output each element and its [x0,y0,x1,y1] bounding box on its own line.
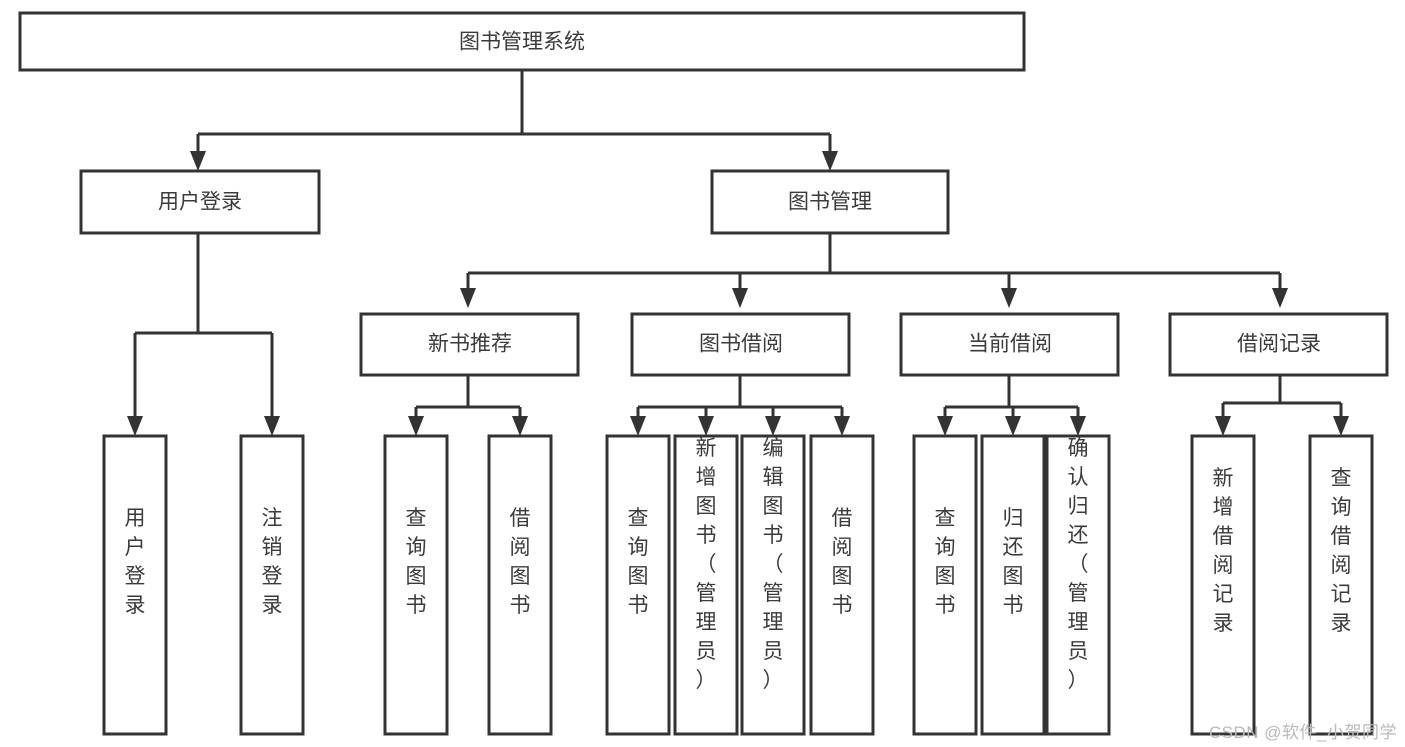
leaf-current-0[interactable]: 查询图书 [912,434,978,736]
arrow-book-mgmt-to-records-icon [1272,288,1288,308]
arrow-root-to-book-mgmt-icon [822,151,838,171]
leaf-records-0[interactable]: 新增借阅记录 [1190,434,1256,736]
arrow-root-to-user-login-icon [190,151,206,171]
leaf-new-book-0[interactable]: 查询图书 [383,434,449,736]
csdn-watermark: CSDN @软件_小贺同学 [1208,723,1397,742]
node-root[interactable]: 图书管理系统 [18,11,1026,72]
node-current-borrow-box[interactable] [899,312,1120,377]
node-current-borrow[interactable]: 当前借阅 [899,312,1120,377]
leaf-current-2-box[interactable] [1045,434,1111,736]
arrow-current-leaf-1-icon [1005,416,1021,436]
arrow-book-mgmt-to-new-book-icon [460,288,476,308]
leaf-records-0-box[interactable] [1190,434,1256,736]
connector-group-current [937,375,1086,436]
node-user-login-box[interactable] [79,169,321,235]
arrow-new-book-leaf-0-icon [408,416,424,436]
leaf-new-book-0-label: 查询图书 [406,507,427,617]
connector-group-records [1215,375,1349,436]
leaf-current-0-label: 查询图书 [935,507,956,617]
node-root-box[interactable] [18,11,1026,72]
node-borrow-records-label: 借阅记录 [1237,333,1321,356]
arrow-borrow-leaf-0-icon [630,416,646,436]
node-current-borrow-label: 当前借阅 [968,333,1052,356]
connector-group-borrow [630,375,850,436]
node-borrow-records-box[interactable] [1168,312,1389,377]
leaf-new-book-0-box[interactable] [383,434,449,736]
arrow-borrow-leaf-2-icon [765,416,781,436]
node-book-borrow-box[interactable] [630,312,851,377]
leaf-borrow-2-box[interactable] [740,434,806,736]
connector-group-book-mgmt [460,233,1288,308]
arrow-user-login-leaf-1-icon [264,416,280,436]
leaf-user-login-1-label: 注销登录 [262,507,283,617]
leaf-borrow-2[interactable]: 编辑图书（管理员） [740,434,806,736]
leaf-user-login-1-box[interactable] [239,434,305,736]
leaf-new-book-1[interactable]: 借阅图书 [487,434,553,736]
node-user-login[interactable]: 用户登录 [79,169,321,235]
arrow-records-leaf-1-icon [1333,416,1349,436]
node-user-login-label: 用户登录 [158,191,242,214]
leaf-records-1[interactable]: 查询借阅记录 [1308,434,1374,736]
leaf-current-1-box[interactable] [980,434,1046,736]
leaf-current-2-label: 确认归还（管理员） [1068,437,1089,692]
node-book-mgmt-box[interactable] [710,169,950,235]
leaf-borrow-0-label: 查询图书 [628,507,649,617]
arrow-records-leaf-0-icon [1215,416,1231,436]
leaf-records-1-label: 查询借阅记录 [1331,467,1352,635]
leaf-new-book-1-label: 借阅图书 [510,507,531,617]
node-book-mgmt[interactable]: 图书管理 [710,169,950,235]
leaf-current-0-box[interactable] [912,434,978,736]
node-book-borrow[interactable]: 图书借阅 [630,312,851,377]
leaf-borrow-2-label: 编辑图书（管理员） [763,437,784,692]
arrow-current-leaf-2-icon [1070,416,1086,436]
leaf-new-book-1-box[interactable] [487,434,553,736]
leaf-borrow-1-box[interactable] [673,434,739,736]
node-new-book-recommend-label: 新书推荐 [428,333,512,356]
leaf-borrow-1-label: 新增图书（管理员） [696,437,717,692]
leaf-current-2[interactable]: 确认归还（管理员） [1045,434,1111,736]
connector-group-new-book [408,375,528,436]
arrow-new-book-leaf-1-icon [512,416,528,436]
arrow-borrow-leaf-1-icon [698,416,714,436]
arrow-borrow-leaf-3-icon [834,416,850,436]
arrow-book-mgmt-to-borrow-icon [732,288,748,308]
leaf-borrow-3-box[interactable] [809,434,875,736]
connector-group-root [190,70,838,171]
node-new-book-recommend-box[interactable] [359,312,580,377]
node-book-borrow-label: 图书借阅 [699,333,783,356]
node-root-label: 图书管理系统 [459,31,585,54]
leaf-user-login-0-box[interactable] [102,434,168,736]
arrow-current-leaf-0-icon [937,416,953,436]
node-borrow-records[interactable]: 借阅记录 [1168,312,1389,377]
leaf-borrow-3[interactable]: 借阅图书 [809,434,875,736]
leaf-user-login-1[interactable]: 注销登录 [239,434,305,736]
leaf-borrow-3-label: 借阅图书 [832,507,853,617]
leaf-current-1[interactable]: 归还图书 [980,434,1046,736]
connector-group-user-login [127,233,280,436]
leaf-records-1-box[interactable] [1308,434,1374,736]
leaf-records-0-label: 新增借阅记录 [1213,467,1234,635]
node-new-book-recommend[interactable]: 新书推荐 [359,312,580,377]
leaf-user-login-0[interactable]: 用户登录 [102,434,168,736]
arrow-book-mgmt-to-current-icon [1001,288,1017,308]
leaf-borrow-1[interactable]: 新增图书（管理员） [673,434,739,736]
leaf-user-login-0-label: 用户登录 [125,507,146,617]
leaf-current-1-label: 归还图书 [1003,507,1024,617]
node-book-mgmt-label: 图书管理 [788,191,872,214]
leaf-borrow-0[interactable]: 查询图书 [605,434,671,736]
arrow-user-login-leaf-0-icon [127,416,143,436]
leaf-borrow-0-box[interactable] [605,434,671,736]
